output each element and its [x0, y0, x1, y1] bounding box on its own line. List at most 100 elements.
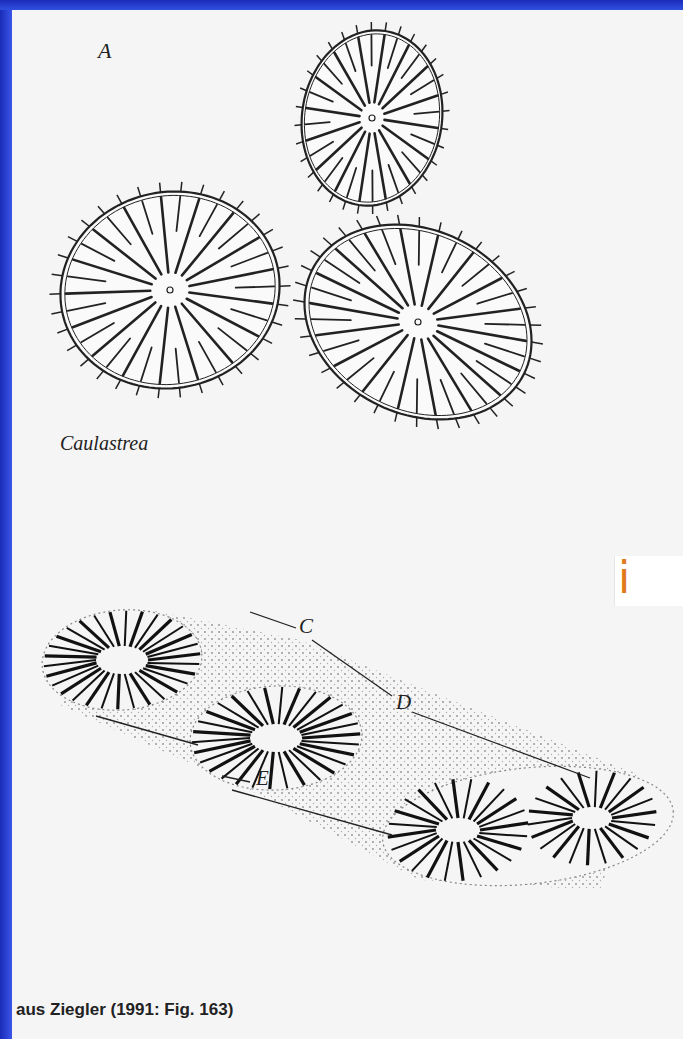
calice-outline: [377, 753, 680, 899]
costa: [57, 329, 67, 333]
costa: [374, 405, 378, 413]
septum: [347, 168, 356, 197]
costa: [179, 388, 181, 398]
septum: [611, 799, 652, 815]
septum: [279, 752, 288, 788]
septum: [398, 338, 414, 408]
costa: [328, 42, 332, 49]
septum: [348, 358, 374, 379]
costa: [301, 266, 312, 271]
costa: [530, 358, 541, 362]
septum: [388, 39, 397, 68]
corallite-wall: [305, 225, 532, 420]
septum: [600, 828, 623, 858]
corallite-wall: [61, 192, 280, 389]
septum: [453, 779, 458, 818]
septum: [462, 265, 488, 286]
septum: [231, 309, 267, 320]
septum: [379, 130, 410, 183]
costa: [138, 187, 141, 196]
septum: [395, 811, 439, 824]
septum: [189, 293, 272, 304]
columella: [369, 115, 375, 121]
columella: [167, 287, 173, 293]
septum: [595, 829, 606, 864]
costa: [371, 22, 373, 31]
septum: [146, 666, 195, 674]
septum: [411, 134, 434, 144]
costa: [295, 318, 306, 320]
septum: [402, 152, 420, 172]
septum: [365, 234, 408, 305]
septum: [416, 379, 418, 412]
costa: [458, 231, 462, 239]
costa: [116, 380, 121, 389]
septum: [82, 244, 114, 261]
septum: [108, 218, 131, 245]
septum: [310, 142, 333, 156]
costa: [300, 88, 307, 91]
septum: [380, 372, 394, 401]
septum: [306, 122, 359, 140]
septum: [218, 328, 246, 350]
septum: [316, 325, 398, 336]
costa: [317, 55, 322, 61]
costa: [278, 266, 289, 268]
septum: [302, 734, 360, 738]
septum: [384, 120, 437, 128]
septum: [335, 330, 403, 365]
calice-outline: [188, 682, 365, 794]
costa: [80, 359, 88, 366]
septum: [371, 35, 373, 66]
costa: [235, 366, 242, 374]
septum: [546, 787, 579, 810]
septum: [325, 158, 342, 181]
septum: [80, 621, 109, 648]
septum: [469, 840, 498, 870]
septum: [324, 64, 342, 84]
septum: [312, 288, 351, 301]
costa: [430, 58, 436, 63]
septum: [147, 663, 199, 664]
septum: [388, 830, 436, 837]
costa: [395, 412, 397, 421]
costa: [385, 22, 386, 31]
costa: [251, 214, 259, 221]
septum: [200, 205, 217, 236]
septum: [402, 55, 419, 78]
septum: [418, 790, 447, 820]
label-letter: D: [396, 690, 411, 715]
columella: [415, 319, 421, 325]
costa: [51, 312, 62, 314]
costa: [323, 238, 332, 246]
septum: [248, 691, 268, 725]
septum: [360, 134, 370, 201]
costa: [422, 175, 427, 181]
septum: [68, 303, 106, 311]
septum: [587, 829, 589, 865]
septum: [535, 798, 575, 812]
costa: [411, 34, 415, 42]
cut-off-text: i: [618, 552, 630, 603]
leader-lines: [96, 612, 590, 835]
costa: [296, 142, 303, 144]
septum: [375, 133, 386, 198]
costa: [296, 106, 303, 107]
septum: [125, 674, 134, 708]
septum: [442, 243, 456, 272]
costa: [492, 256, 499, 262]
corallite-wall: [304, 34, 439, 202]
frame-bar: [0, 0, 683, 10]
costa: [530, 324, 541, 326]
label-letter: A: [98, 38, 111, 64]
costa: [474, 415, 480, 424]
septum: [194, 741, 250, 753]
costa: [441, 128, 448, 129]
septum: [595, 771, 597, 807]
septum: [437, 309, 519, 320]
septum: [279, 687, 283, 724]
septum: [600, 773, 614, 808]
septum: [45, 656, 97, 657]
septum: [68, 276, 106, 281]
costa: [524, 373, 535, 378]
